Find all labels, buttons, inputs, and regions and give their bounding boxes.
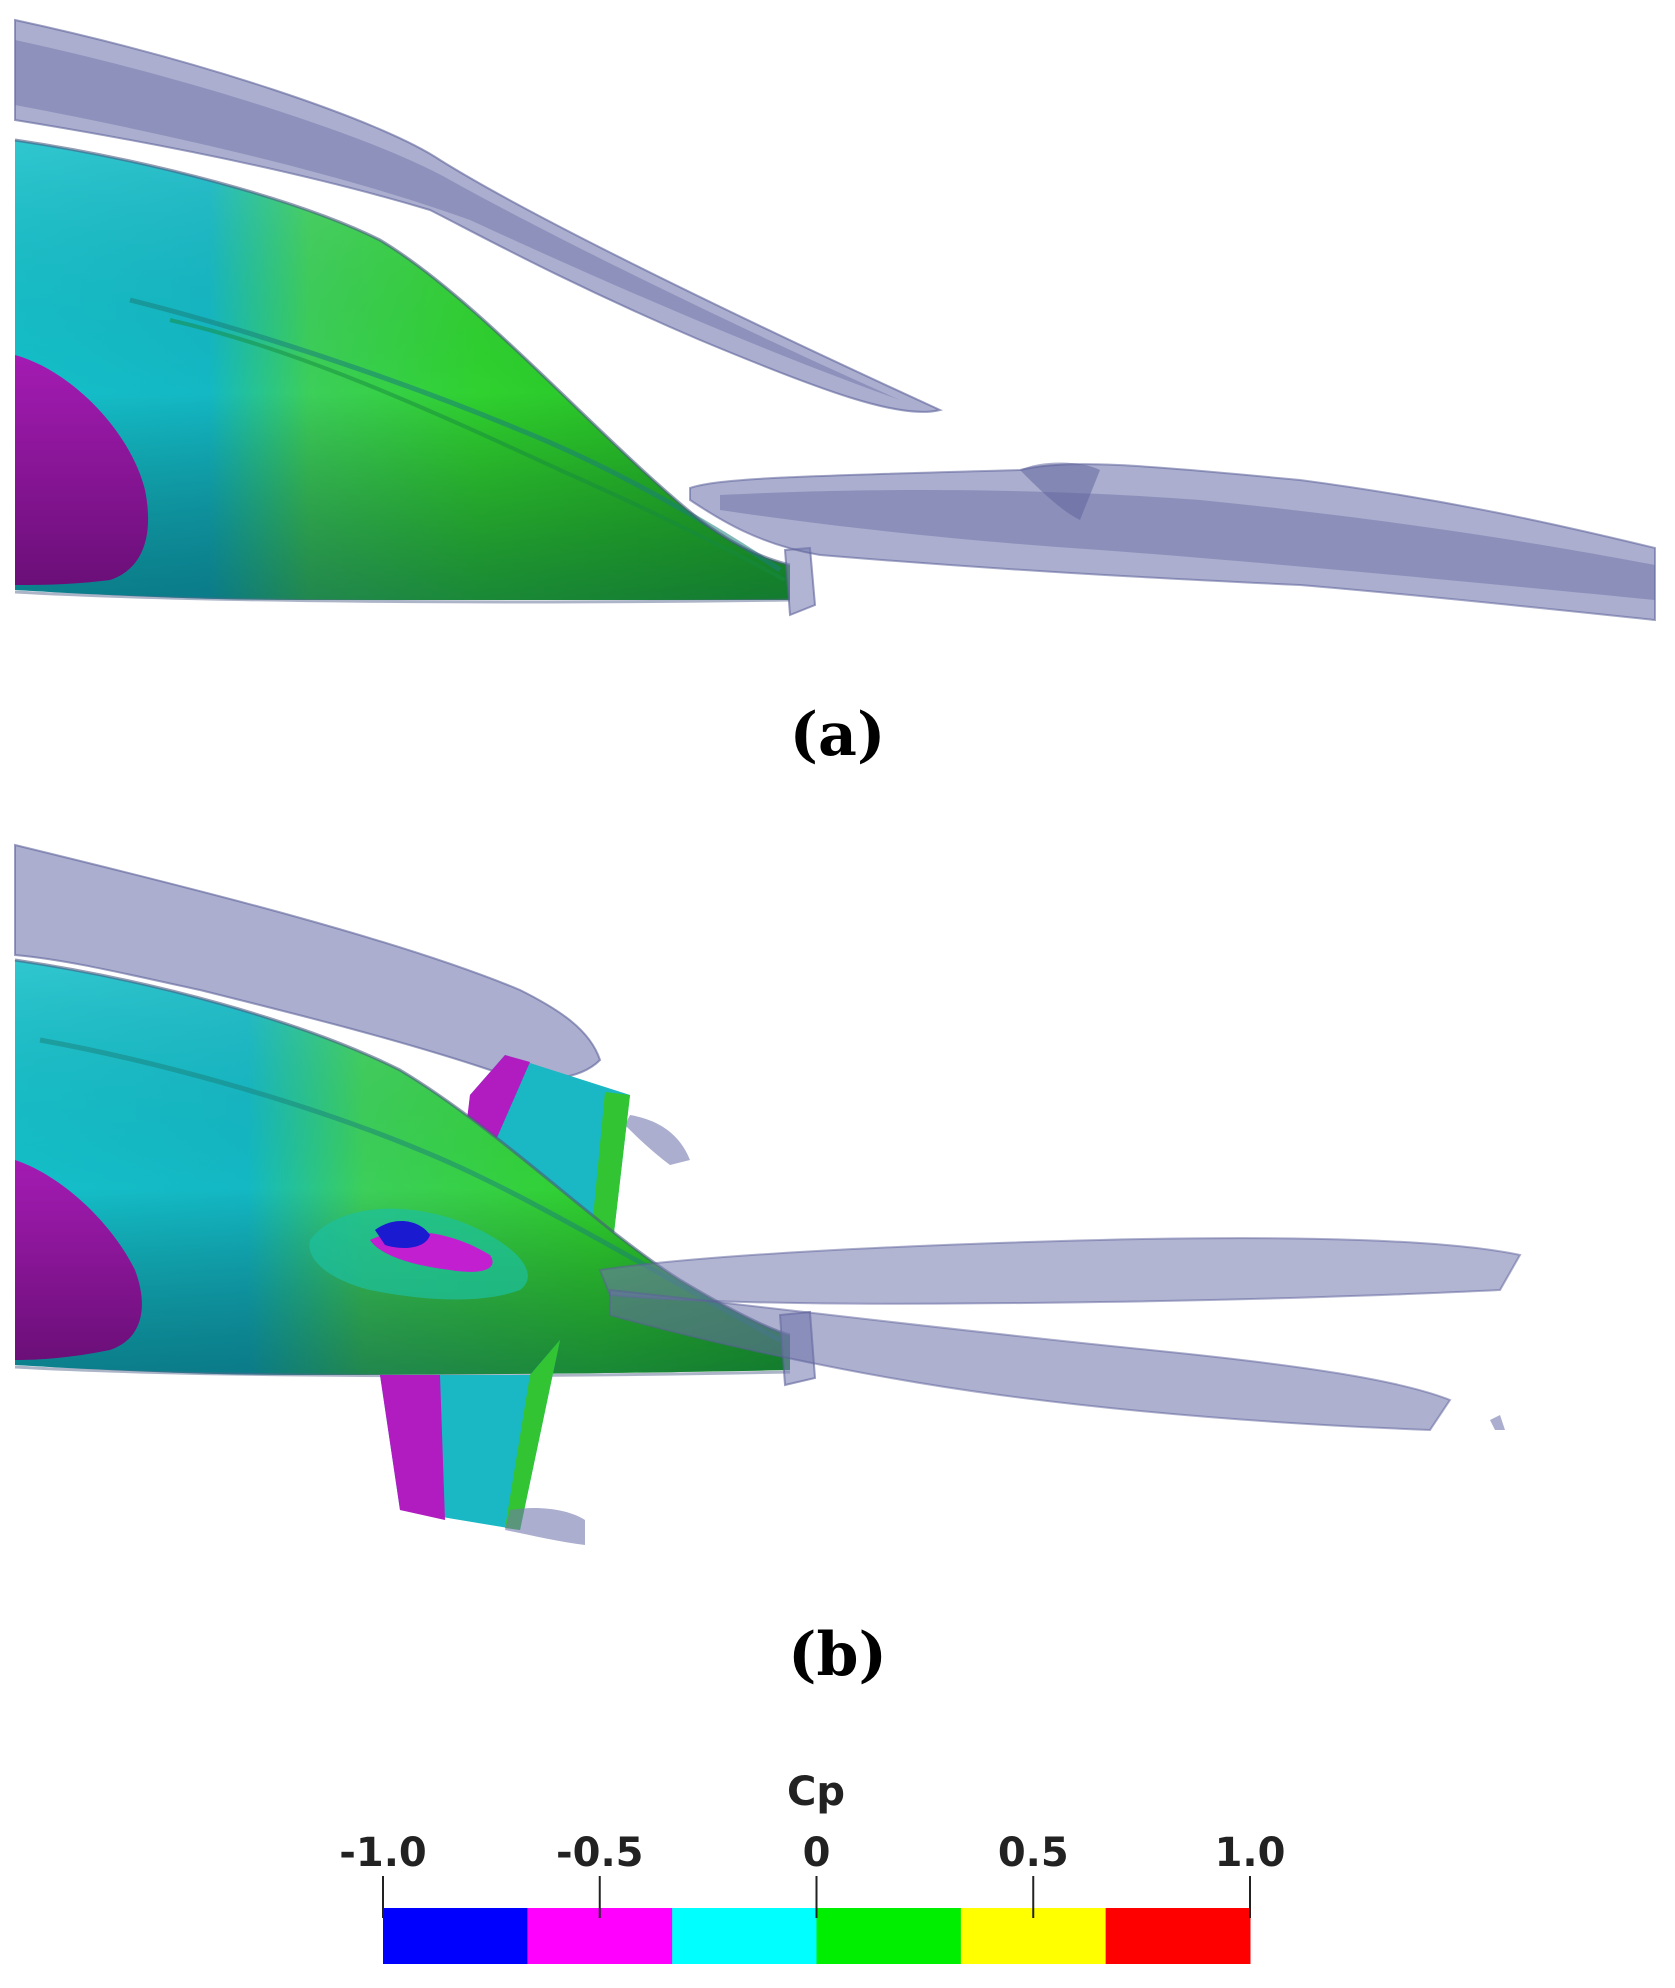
panel-b-visualization <box>0 830 1675 1600</box>
lower-fin-tip-vortex <box>505 1508 585 1545</box>
fin-root-blue-core <box>375 1220 430 1248</box>
hull-shading-b <box>15 960 790 1375</box>
lower-fin-magenta-strip <box>380 1375 445 1520</box>
hull-bottom-edge-a <box>14 590 791 604</box>
colorbar-band-0 <box>383 1908 528 1964</box>
colorbar-bands <box>383 1908 1251 1964</box>
colorbar-tick-label-3: 0.5 <box>998 1830 1069 1876</box>
wake-vortex-bubble-a <box>1020 462 1100 520</box>
colorbar-tick-label-0: -1.0 <box>339 1830 426 1876</box>
panel-b-svg <box>14 843 1522 1545</box>
colorbar-tick-label-4: 1.0 <box>1215 1830 1286 1876</box>
colorbar-ticks: -1.0 -0.5 0 0.5 1.0 <box>339 1830 1285 1918</box>
panel-a-visualization <box>0 0 1675 660</box>
hull-outline-a <box>14 138 791 567</box>
colorbar-band-3 <box>816 1908 962 1964</box>
panel-b-label: (b) <box>788 1620 887 1690</box>
vortex-isosurface-upper <box>14 18 944 413</box>
cp-colorbar-svg: Cp -1.0 -0.5 0 0.5 1.0 <box>339 1769 1285 1964</box>
cp-colorbar: Cp -1.0 -0.5 0 0.5 1.0 <box>0 1760 1675 1984</box>
upper-fin-tip-vortex <box>625 1115 690 1165</box>
wake-vortex-core-a <box>720 490 1655 600</box>
colorbar-band-2 <box>672 1908 817 1964</box>
colorbar-tick-label-2: 0 <box>803 1830 831 1876</box>
hull-low-pressure-patch-b <box>15 1160 142 1360</box>
wake-vortex-lower-branch <box>609 1288 1452 1432</box>
panel-a-svg <box>14 18 1656 622</box>
panel-a-label: (a) <box>789 700 886 770</box>
stern-vortex-ring-a <box>783 546 817 617</box>
wake-vortex-upper-branch <box>598 1237 1522 1305</box>
colorbar-band-5 <box>1105 1908 1251 1964</box>
vortex-isosurface-upper-core <box>15 40 900 400</box>
wake-vortex-fragment <box>1490 1415 1505 1430</box>
colorbar-title: Cp <box>787 1769 845 1815</box>
lower-fin-green-edge <box>505 1340 560 1530</box>
colorbar-tick-label-1: -0.5 <box>556 1830 643 1876</box>
wake-vortex-isosurface-a <box>689 463 1656 622</box>
hull-streak-a2 <box>169 318 786 582</box>
hull-bottom-edge-b <box>14 1365 791 1378</box>
hull-low-pressure-patch-a <box>15 355 149 585</box>
